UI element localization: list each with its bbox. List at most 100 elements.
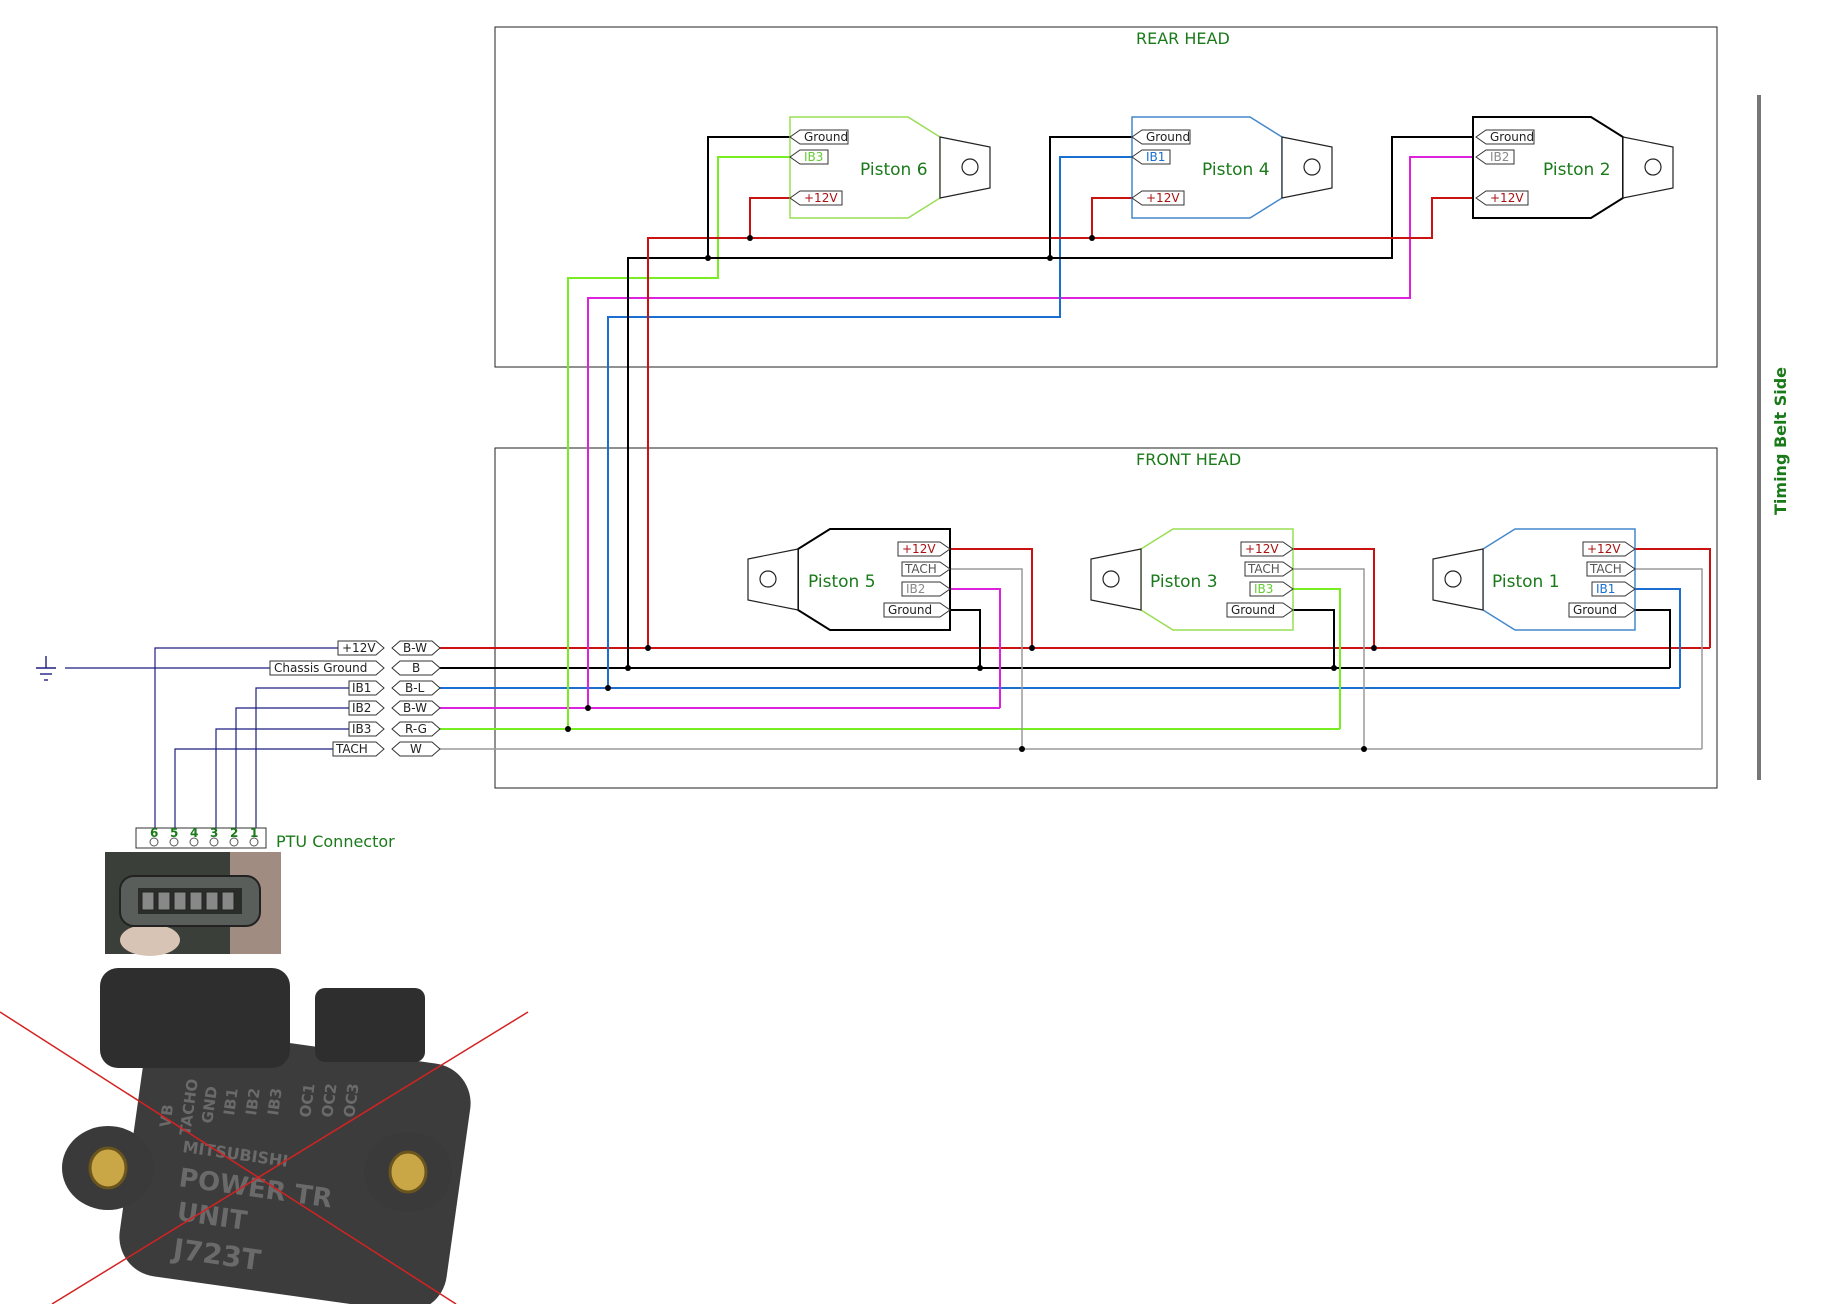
wire-pin5	[174, 748, 333, 832]
pin-ib1: IB1	[1591, 581, 1636, 597]
wire-ground-riser	[627, 136, 1476, 668]
tag-wire-b: B	[391, 660, 441, 676]
tag-wire-b-w-2: B-W	[391, 700, 441, 716]
coil-piston-4: Piston 4 Ground IB1 +12V	[1131, 116, 1333, 219]
svg-text:3: 3	[210, 826, 218, 840]
svg-text:IB2: IB2	[242, 1087, 264, 1117]
svg-text:IB1: IB1	[220, 1087, 242, 1117]
wire-12v-riser	[647, 197, 1476, 648]
svg-text:Ground: Ground	[1573, 603, 1617, 617]
coil-label: Piston 3	[1150, 572, 1218, 592]
pin-ground: Ground	[1226, 602, 1294, 618]
svg-text:TACH: TACH	[1589, 562, 1622, 576]
svg-text:OC2: OC2	[318, 1082, 341, 1118]
coil-mount-hole	[961, 158, 979, 176]
wire-p1-tach	[1635, 568, 1703, 749]
front-head-box	[494, 447, 1718, 789]
coil-piston-1: Piston 1 +12V TACH IB1 Ground	[1432, 528, 1636, 631]
pin-ib3: IB3	[1249, 581, 1294, 597]
tag-wire-r-g: R-G	[391, 721, 441, 737]
ptu-connector-strip: 6 5 4 3 2 1 PTU Connector	[135, 826, 395, 851]
svg-text:R-G: R-G	[405, 722, 427, 736]
tag-wire-b-w: B-W	[391, 640, 441, 656]
wire-p4-12v	[1091, 197, 1132, 238]
wire-p4-ground	[1049, 136, 1132, 258]
coil-label: Piston 1	[1492, 572, 1560, 592]
svg-text:Ground: Ground	[1490, 130, 1534, 144]
pin-ib3: IB3	[789, 149, 829, 165]
pin-tach: TACH	[1586, 561, 1636, 577]
coil-label: Piston 4	[1202, 160, 1270, 180]
coil-mount-hole	[1303, 158, 1321, 176]
svg-text:IB2: IB2	[1490, 150, 1509, 164]
svg-text:Chassis Ground: Chassis Ground	[274, 661, 367, 675]
wire-p6-ground	[707, 136, 790, 258]
wire-p6-12v	[749, 197, 790, 238]
wire-p3-ground	[1293, 609, 1335, 668]
tag-signal-ib3: IB3	[348, 721, 385, 737]
svg-text:1: 1	[250, 826, 258, 840]
svg-text:+12V: +12V	[1490, 191, 1524, 205]
wiring	[65, 136, 1711, 832]
svg-text:TACH: TACH	[335, 742, 368, 756]
coil-label: Piston 5	[808, 572, 876, 592]
wire-p5-12v	[950, 548, 1033, 648]
svg-text:OC1: OC1	[296, 1082, 319, 1118]
coil-mount-hole	[1444, 570, 1462, 588]
tag-signal-ib2: IB2	[348, 700, 385, 716]
connector-photo	[105, 852, 281, 956]
pin-ib1: IB1	[1131, 149, 1171, 165]
wire-pin6	[154, 647, 338, 832]
svg-text:IB2: IB2	[906, 582, 925, 596]
svg-text:IB1: IB1	[352, 681, 371, 695]
pin-ground: Ground	[1568, 602, 1636, 618]
coil-piston-5: Piston 5 +12V TACH IB2 Ground	[747, 528, 951, 631]
coil-mount-hole	[1102, 570, 1120, 588]
pin-ib2: IB2	[901, 581, 951, 597]
pin-ground: Ground	[1475, 129, 1535, 145]
ground-symbol-icon	[36, 656, 56, 681]
wire-p3-tach	[1293, 568, 1365, 749]
wire-p3-12v	[1293, 548, 1375, 648]
svg-text:+12V: +12V	[804, 191, 838, 205]
wire-p5-tach	[950, 568, 1023, 749]
svg-text:Ground: Ground	[804, 130, 848, 144]
svg-text:+12V: +12V	[1245, 542, 1279, 556]
pin-12v: +12V	[1240, 541, 1294, 557]
pin-12v: +12V	[897, 541, 951, 557]
ptu-unit-photo: VB TACHO GND IB1 IB2 IB3 OC1 OC2 OC3 MIT…	[45, 962, 485, 1304]
front-head-label: FRONT HEAD	[1136, 450, 1241, 469]
svg-text:TACH: TACH	[904, 562, 937, 576]
cross-out-mark	[0, 1011, 529, 1304]
svg-text:IB1: IB1	[1146, 150, 1165, 164]
rear-head-label: REAR HEAD	[1136, 29, 1230, 48]
svg-text:Ground: Ground	[1231, 603, 1275, 617]
coil-label: Piston 2	[1543, 160, 1611, 180]
tag-wire-b-l: B-L	[391, 680, 441, 696]
pin-ib2: IB2	[1475, 149, 1515, 165]
svg-text:IB3: IB3	[352, 722, 371, 736]
wire-pin4	[215, 728, 349, 832]
tag-signal-ib1: IB1	[348, 680, 385, 696]
wire-pin2	[255, 687, 349, 832]
connector-pin-numbers: 6 5 4 3 2 1	[150, 826, 258, 840]
ptu-connector-label: PTU Connector	[276, 832, 395, 851]
pin-12v: +12V	[1475, 190, 1529, 206]
coil-piston-6: Piston 6 Ground IB3 +12V	[789, 116, 991, 219]
svg-text:GND: GND	[198, 1085, 221, 1124]
pin-ground: Ground	[789, 129, 849, 145]
wire-ib2-riser	[587, 156, 1476, 708]
svg-text:IB3: IB3	[804, 150, 823, 164]
coil-piston-3: Piston 3 +12V TACH IB3 Ground	[1090, 528, 1294, 631]
svg-text:2: 2	[230, 826, 238, 840]
pin-ground: Ground	[1131, 129, 1191, 145]
tag-wire-w: W	[391, 741, 441, 757]
junction-dots	[565, 235, 1377, 752]
wire-ib3-riser	[567, 156, 790, 729]
wire-p5-ground	[950, 609, 981, 668]
svg-text:TACH: TACH	[1247, 562, 1280, 576]
svg-text:+12V: +12V	[1587, 542, 1621, 556]
svg-text:Ground: Ground	[1146, 130, 1190, 144]
svg-text:5: 5	[170, 826, 178, 840]
